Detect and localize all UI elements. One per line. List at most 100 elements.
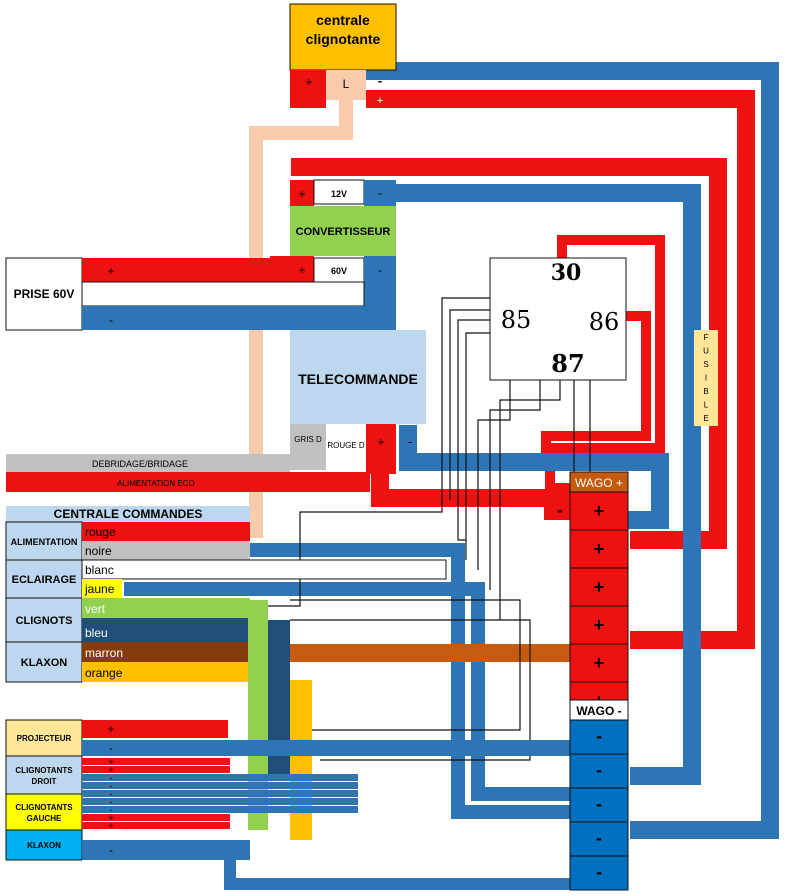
control-unit-groups: ALIMENTATION ECLAIRAGE CLIGNOTS KLAXON	[5, 521, 83, 683]
projector-plus-wire	[82, 720, 228, 738]
blinker-wire-mark: +	[108, 821, 113, 831]
blinker-wire-strip	[82, 774, 358, 781]
fuse-box	[694, 330, 718, 426]
flasher-plus-wire-label: +	[377, 95, 383, 107]
wago-minus-mark: -	[596, 794, 602, 814]
wire-marron	[250, 644, 570, 662]
blinker-wire-strip	[82, 782, 358, 789]
relay-ground-mark: -	[557, 500, 563, 520]
control-wire-label: jaune	[84, 582, 115, 596]
remote-red-label-box	[326, 424, 366, 470]
output-group-box	[5, 829, 83, 861]
alimentation-label: ALIMENTATION ECO	[117, 479, 195, 488]
wago-plus-block: ++++++	[569, 491, 629, 721]
wago-plus-mark: +	[594, 501, 605, 521]
blinker-wire-mark: -	[110, 805, 113, 815]
wire-jaune	[124, 582, 570, 801]
wire-12v-minus	[366, 184, 701, 785]
blinker-wire-mark: +	[108, 757, 113, 767]
blinker-wire-strip	[82, 822, 230, 829]
relay-signal-lines	[250, 297, 591, 761]
wago-plus-mark: +	[594, 653, 605, 673]
fuse-letter: U	[703, 347, 709, 356]
blinker-wire-mark: +	[108, 765, 113, 775]
remote-minus-label: -	[408, 434, 412, 449]
control-wire-strip	[81, 559, 447, 580]
converter-60v-label: 60V	[331, 266, 347, 276]
socket-box	[5, 257, 83, 331]
relay-pin-86: 86	[589, 308, 620, 336]
wago-minus-slot	[569, 855, 629, 891]
control-wire-strip	[82, 662, 250, 682]
flasher-title-line: clignotante	[306, 31, 381, 47]
flasher-l-label: L	[343, 77, 350, 91]
blinker-wire-mark: -	[110, 789, 113, 799]
flasher-title-line: centrale	[316, 12, 370, 28]
wago-minus-slot	[569, 821, 629, 857]
remote-label: TELECOMMANDE	[298, 371, 418, 387]
debridage-label: DEBRIDAGE/BRIDAGE	[92, 459, 188, 469]
wago-minus-mark: -	[596, 828, 602, 848]
remote-grey-wire	[290, 424, 326, 470]
fuse-letter: B	[703, 387, 708, 396]
remote-red-label: ROUGE D	[327, 441, 365, 450]
flasher-plus-terminal	[290, 70, 326, 108]
control-wire-label: orange	[85, 666, 123, 680]
output-group-label: KLAXON	[27, 841, 61, 850]
wago-minus-mark: -	[596, 760, 602, 780]
fuse-letter: E	[703, 414, 708, 423]
control-unit-title-box	[6, 506, 250, 522]
wago-plus-title: WAGO +	[575, 476, 623, 490]
remote-plus-terminal	[366, 424, 396, 474]
output-group-label: DROIT	[32, 777, 57, 786]
control-group-label: KLAXON	[21, 657, 68, 669]
control-group-label: ECLAIRAGE	[12, 574, 77, 586]
relay-pin-87: 87	[551, 349, 584, 378]
control-group-label: ALIMENTATION	[11, 537, 78, 547]
relay-pin-85: 85	[501, 306, 532, 334]
wire-vert-riser	[248, 600, 268, 830]
control-wire-label: marron	[85, 646, 123, 660]
wago-minus-mark: -	[596, 862, 602, 882]
socket-plus-label: +	[107, 264, 114, 278]
control-wire-strip	[82, 618, 250, 642]
flasher-plus-label: +	[305, 75, 312, 89]
fuse-letter: L	[704, 401, 709, 410]
blinker-wire-mark: -	[110, 781, 113, 791]
output-group-box	[5, 793, 83, 831]
control-wire-label: rouge	[85, 525, 116, 539]
control-group-box	[5, 559, 83, 599]
fuse-letter: S	[703, 360, 708, 369]
wago-plus-mark: +	[594, 615, 605, 635]
wire-relay-86	[541, 311, 651, 455]
flasher-unit-title-text: centrale clignotante	[306, 12, 381, 47]
blinker-wire-strip	[82, 814, 230, 821]
flasher-minus-label: -	[378, 73, 382, 88]
wago-minus-block: -----	[569, 719, 629, 891]
projector-plus-label: +	[107, 722, 114, 736]
wago-plus-mark: +	[594, 577, 605, 597]
wire-klaxon-loop	[224, 850, 570, 890]
wago-plus-mark: +	[594, 539, 605, 559]
wago-plus-slot	[569, 643, 629, 683]
flasher-l-terminal	[326, 70, 366, 100]
wago-minus-slot	[569, 787, 629, 823]
wire-bleu-riser	[268, 620, 290, 774]
blinker-wire-mark: +	[108, 813, 113, 823]
converter-60v-plus	[270, 256, 314, 286]
debridage-wire	[6, 454, 290, 472]
blinker-wire-strip	[82, 766, 230, 773]
control-group-box	[5, 641, 83, 683]
control-group-label: CLIGNOTS	[16, 615, 73, 627]
converter-12v-label: 12V	[331, 189, 347, 199]
converter-label: CONVERTISSEUR	[296, 226, 391, 238]
remote-grey-label: GRIS D	[294, 435, 322, 444]
blinker-wire-strip	[82, 806, 358, 813]
wago-plus-slot	[569, 605, 629, 645]
control-group-box	[5, 597, 83, 643]
control-wire-strip	[82, 541, 250, 560]
socket-middle-wire	[81, 281, 365, 307]
